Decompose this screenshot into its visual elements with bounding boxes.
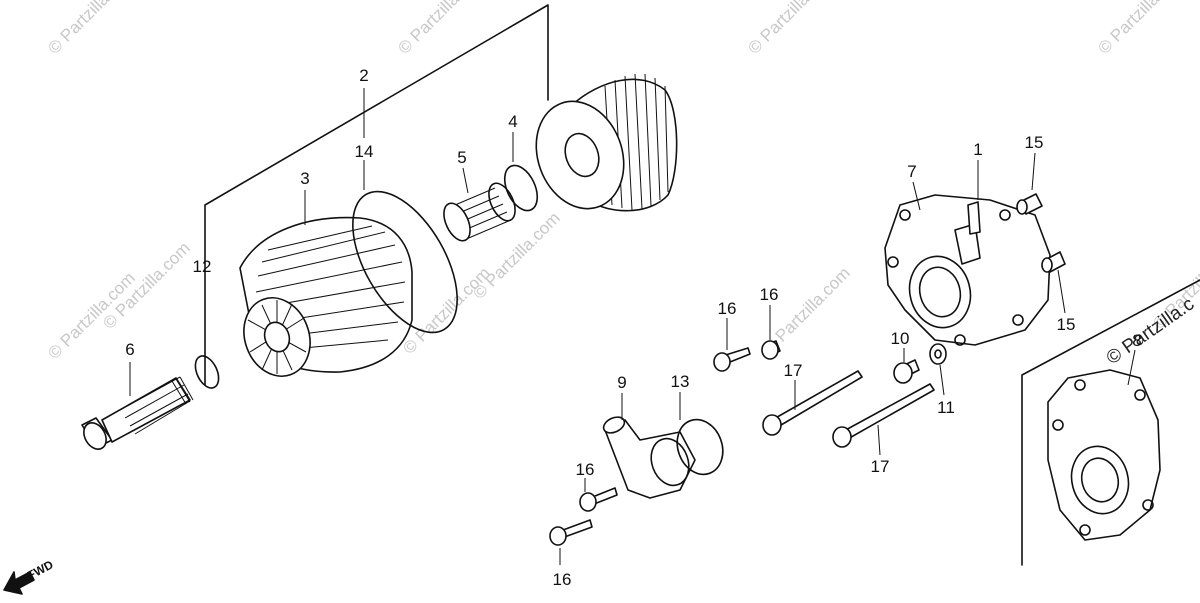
- callout-11[interactable]: 11: [937, 398, 955, 417]
- part-15-dowel-pin: [1041, 251, 1066, 273]
- callout-16[interactable]: 16: [718, 299, 737, 318]
- callout-17[interactable]: 17: [871, 457, 890, 476]
- callout-5[interactable]: 5: [457, 148, 466, 167]
- part-12-o-ring: [194, 355, 220, 389]
- callout-7[interactable]: 7: [907, 162, 916, 181]
- callout-8[interactable]: 8: [1132, 331, 1141, 350]
- part-7-oil-pump-housing: [884, 194, 1051, 346]
- watermark: © Partzilla.c: [1103, 294, 1198, 370]
- part-9-elbow: [602, 416, 696, 499]
- callout-labels: 2 14 3 4 5 12 6 1 7 15 15 8 16 16 17 17 …: [125, 66, 1141, 589]
- part-6-drain-bolt: [81, 376, 194, 450]
- callout-3[interactable]: 3: [300, 169, 309, 188]
- watermark: © Partzilla.com: [399, 263, 493, 357]
- callout-15[interactable]: 15: [1025, 133, 1044, 152]
- callout-16[interactable]: 16: [576, 460, 595, 479]
- part-16-bolt: [579, 487, 618, 512]
- callout-6[interactable]: 6: [125, 340, 134, 359]
- part-2-oil-filter: [535, 73, 678, 212]
- watermark: © Partzilla.com: [44, 0, 138, 58]
- group-bracket: [204, 4, 549, 386]
- callout-4[interactable]: 4: [508, 112, 517, 131]
- callout-15[interactable]: 15: [1057, 315, 1076, 334]
- part-16-bolt: [713, 347, 751, 372]
- part-4-o-ring: [503, 164, 539, 212]
- part-15-dowel-pin: [1016, 193, 1043, 215]
- part-5-spring: [443, 182, 516, 242]
- callout-16[interactable]: 16: [553, 570, 572, 589]
- callout-9[interactable]: 9: [617, 373, 626, 392]
- fwd-label: FWD: [25, 557, 56, 582]
- part-17-bolt: [832, 383, 935, 448]
- callout-16[interactable]: 16: [760, 285, 779, 304]
- callout-12[interactable]: 12: [193, 257, 212, 276]
- callout-14[interactable]: 14: [355, 142, 374, 161]
- watermark: © Partzilla.com: [1094, 0, 1188, 58]
- part-8-pump-cover: [1047, 369, 1161, 541]
- part-17-bolt: [762, 370, 863, 436]
- callout-17[interactable]: 17: [784, 361, 803, 380]
- leader-lines: [129, 88, 1136, 565]
- watermark: © Partzilla.com: [744, 0, 838, 58]
- callout-2[interactable]: 2: [359, 66, 368, 85]
- part-16-bolt: [549, 519, 593, 546]
- watermark: © Partzilla.com: [469, 208, 563, 302]
- part-14-o-ring: [352, 190, 458, 334]
- watermark: © Partzilla.com: [394, 0, 488, 58]
- part-16-bolt: [761, 340, 781, 360]
- callout-13[interactable]: 13: [671, 372, 690, 391]
- part-13-gasket: [676, 418, 724, 476]
- part-1-fitting: [967, 201, 981, 235]
- part-10-bolt: [893, 359, 920, 384]
- callout-10[interactable]: 10: [891, 329, 910, 348]
- group-bracket: [1021, 279, 1200, 566]
- part-3-filter-housing: [239, 216, 413, 377]
- callout-1[interactable]: 1: [973, 140, 982, 159]
- part-11-washer: [929, 343, 947, 365]
- fwd-arrow: FWD: [3, 557, 56, 595]
